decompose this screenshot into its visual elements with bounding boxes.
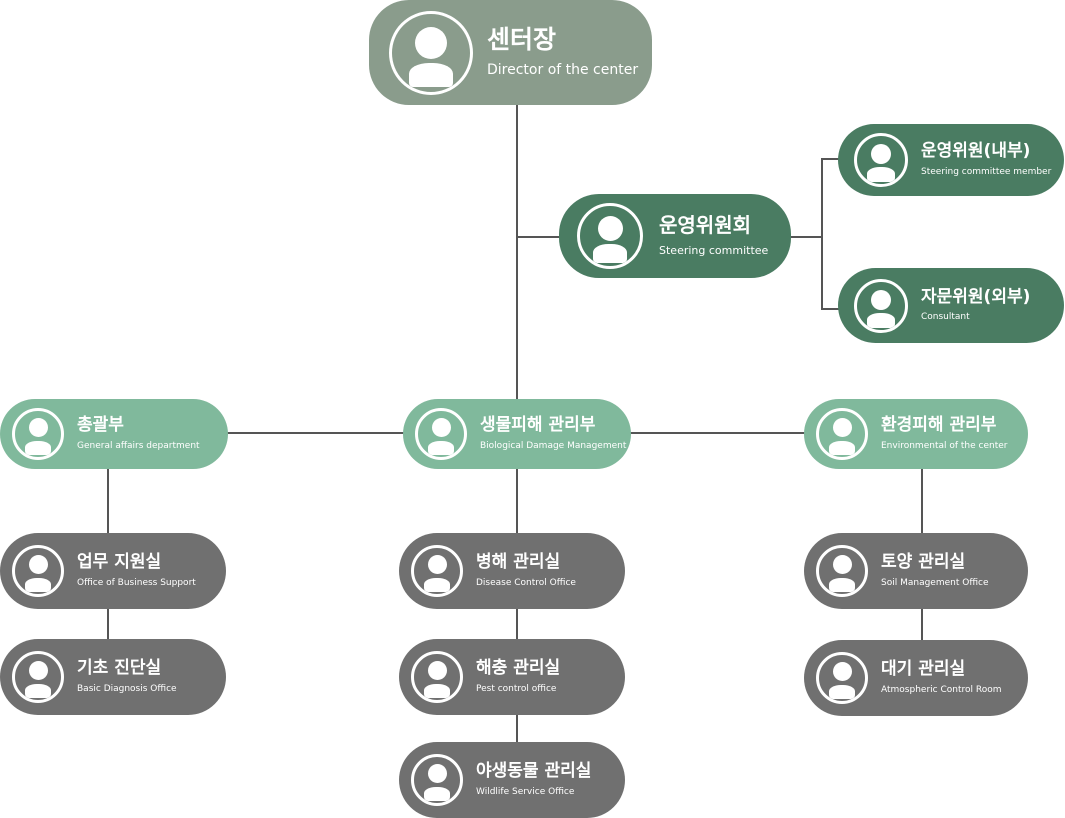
office-soil-title: 토양 관리실	[881, 552, 966, 573]
person-icon	[12, 651, 64, 703]
connector-branch-to-external	[821, 308, 839, 310]
steering-committee-title: 운영위원회	[659, 213, 751, 238]
connector-director-to-biological	[516, 105, 518, 400]
office-business-support-node: 업무 지원실 Office of Business Support	[0, 533, 226, 609]
office-atmospheric-node: 대기 관리실 Atmospheric Control Room	[804, 640, 1028, 716]
office-pest-control-title: 해충 관리실	[476, 658, 561, 679]
steering-external-subtitle: Consultant	[921, 312, 970, 323]
department-biological-title: 생물피해 관리부	[480, 415, 596, 436]
person-icon	[854, 278, 908, 333]
person-icon	[389, 10, 473, 95]
office-disease-control-node: 병해 관리실 Disease Control Office	[399, 533, 625, 609]
steering-internal-title: 운영위원(내부)	[921, 141, 1031, 162]
office-business-support-subtitle: Office of Business Support	[77, 577, 196, 588]
office-soil-node: 토양 관리실 Soil Management Office	[804, 533, 1028, 609]
person-icon	[411, 754, 463, 806]
steering-external-node: 자문위원(외부) Consultant	[838, 268, 1064, 343]
connector-trunk-to-steering	[516, 236, 560, 238]
department-general-title: 총괄부	[77, 415, 124, 436]
person-icon	[854, 133, 908, 187]
steering-internal-subtitle: Steering committee member	[921, 166, 1052, 177]
office-pest-control-subtitle: Pest control office	[476, 683, 557, 694]
person-icon	[411, 651, 463, 703]
office-wildlife-node: 야생동물 관리실 Wildlife Service Office	[399, 742, 625, 818]
office-wildlife-subtitle: Wildlife Service Office	[476, 786, 575, 797]
person-icon	[415, 408, 467, 460]
steering-committee-node: 운영위원회 Steering committee	[559, 194, 791, 278]
director-node: 센터장 Director of the center	[369, 0, 652, 105]
director-title: 센터장	[487, 24, 557, 54]
department-biological-subtitle: Biological Damage Management	[480, 440, 627, 451]
connector-branch-to-internal	[821, 158, 839, 160]
office-basic-diagnosis-node: 기초 진단실 Basic Diagnosis Office	[0, 639, 226, 715]
person-icon	[816, 408, 868, 460]
office-basic-diagnosis-subtitle: Basic Diagnosis Office	[77, 683, 177, 694]
department-general-node: 총괄부 General affairs department	[0, 399, 228, 469]
department-biological-node: 생물피해 관리부 Biological Damage Management	[403, 399, 631, 469]
office-soil-subtitle: Soil Management Office	[881, 577, 989, 588]
office-wildlife-title: 야생동물 관리실	[476, 761, 592, 782]
department-environmental-node: 환경피해 관리부 Environmental of the center	[804, 399, 1028, 469]
office-atmospheric-subtitle: Atmospheric Control Room	[881, 684, 1002, 695]
office-pest-control-node: 해충 관리실 Pest control office	[399, 639, 625, 715]
person-icon	[411, 545, 463, 597]
person-icon	[816, 545, 868, 597]
person-icon	[12, 408, 64, 460]
office-atmospheric-title: 대기 관리실	[881, 659, 966, 680]
office-disease-control-title: 병해 관리실	[476, 552, 561, 573]
connector-steering-out	[790, 236, 822, 238]
person-icon	[577, 203, 643, 269]
director-subtitle: Director of the center	[487, 62, 639, 79]
connector-steering-branch	[821, 158, 823, 309]
office-basic-diagnosis-title: 기초 진단실	[77, 658, 162, 679]
steering-committee-subtitle: Steering committee	[659, 244, 769, 258]
office-disease-control-subtitle: Disease Control Office	[476, 577, 576, 588]
department-environmental-subtitle: Environmental of the center	[881, 440, 1008, 451]
department-environmental-title: 환경피해 관리부	[881, 415, 997, 436]
person-icon	[12, 545, 64, 597]
department-general-subtitle: General affairs department	[77, 440, 200, 451]
person-icon	[816, 652, 868, 704]
steering-internal-node: 운영위원(내부) Steering committee member	[838, 124, 1064, 196]
office-business-support-title: 업무 지원실	[77, 552, 162, 573]
steering-external-title: 자문위원(외부)	[921, 286, 1031, 307]
